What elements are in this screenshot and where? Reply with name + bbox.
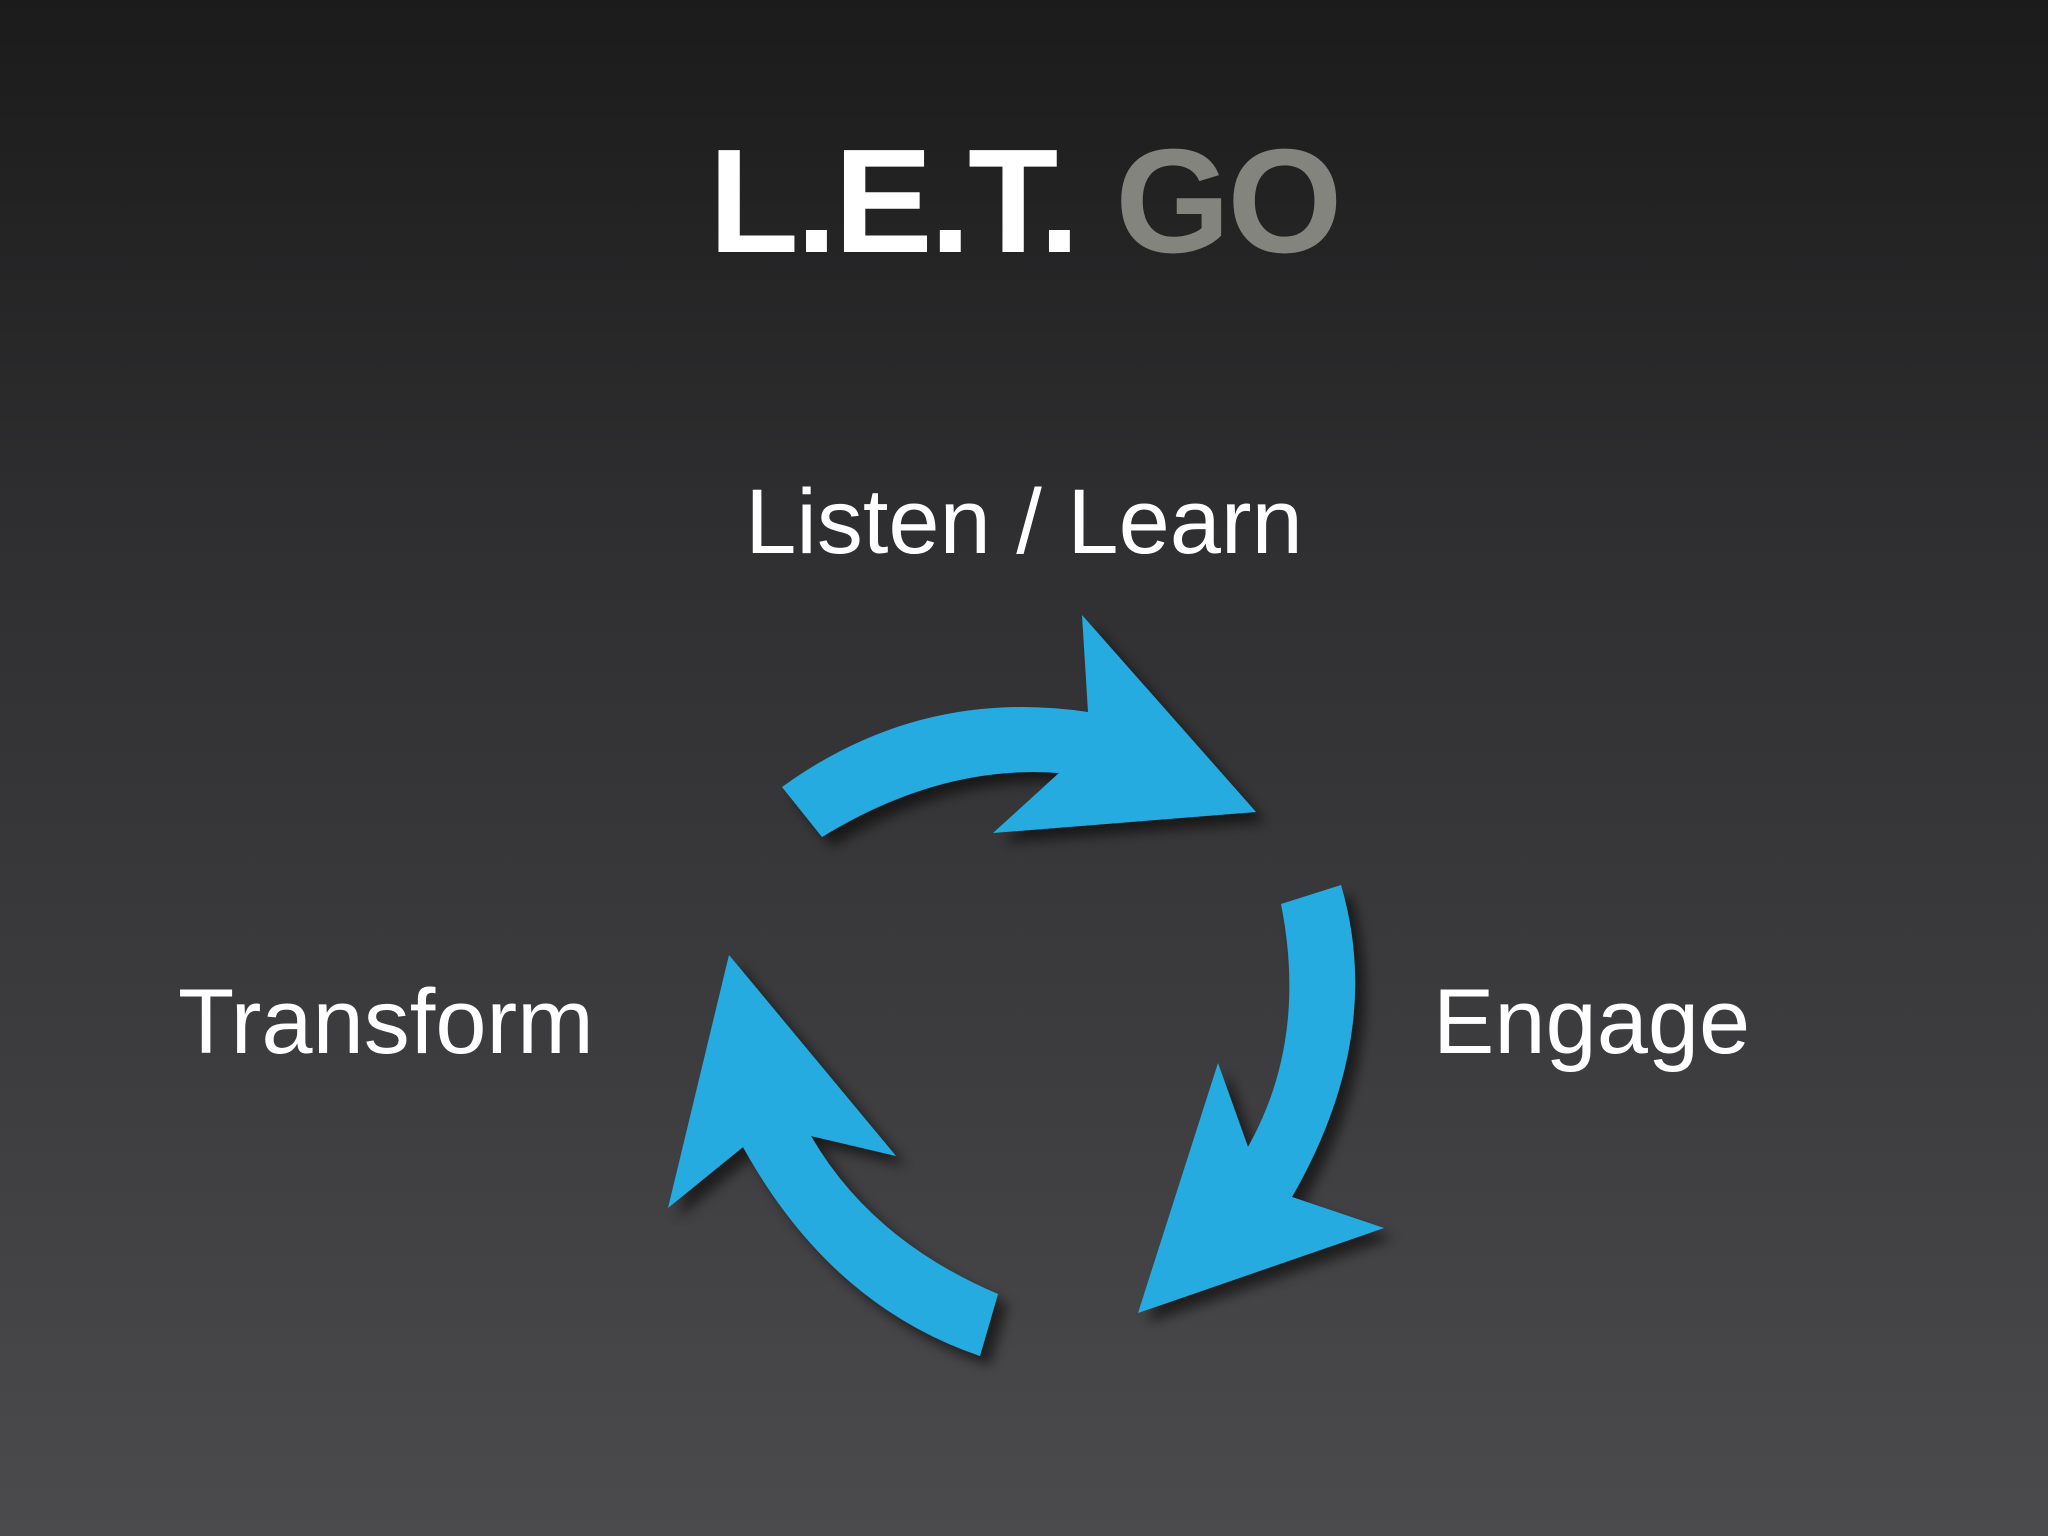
curved-arrow-icon bbox=[782, 615, 1256, 837]
slide-title: L.E.T. GO bbox=[0, 128, 2048, 276]
curved-arrow-icon bbox=[1138, 885, 1384, 1313]
step-label-listen-learn: Listen / Learn bbox=[745, 471, 1303, 573]
step-label-transform: Transform bbox=[178, 971, 594, 1073]
title-main: L.E.T. bbox=[708, 119, 1080, 284]
title-accent: GO bbox=[1115, 119, 1342, 284]
curved-arrow-icon bbox=[668, 955, 998, 1356]
step-label-engage: Engage bbox=[1433, 971, 1751, 1073]
